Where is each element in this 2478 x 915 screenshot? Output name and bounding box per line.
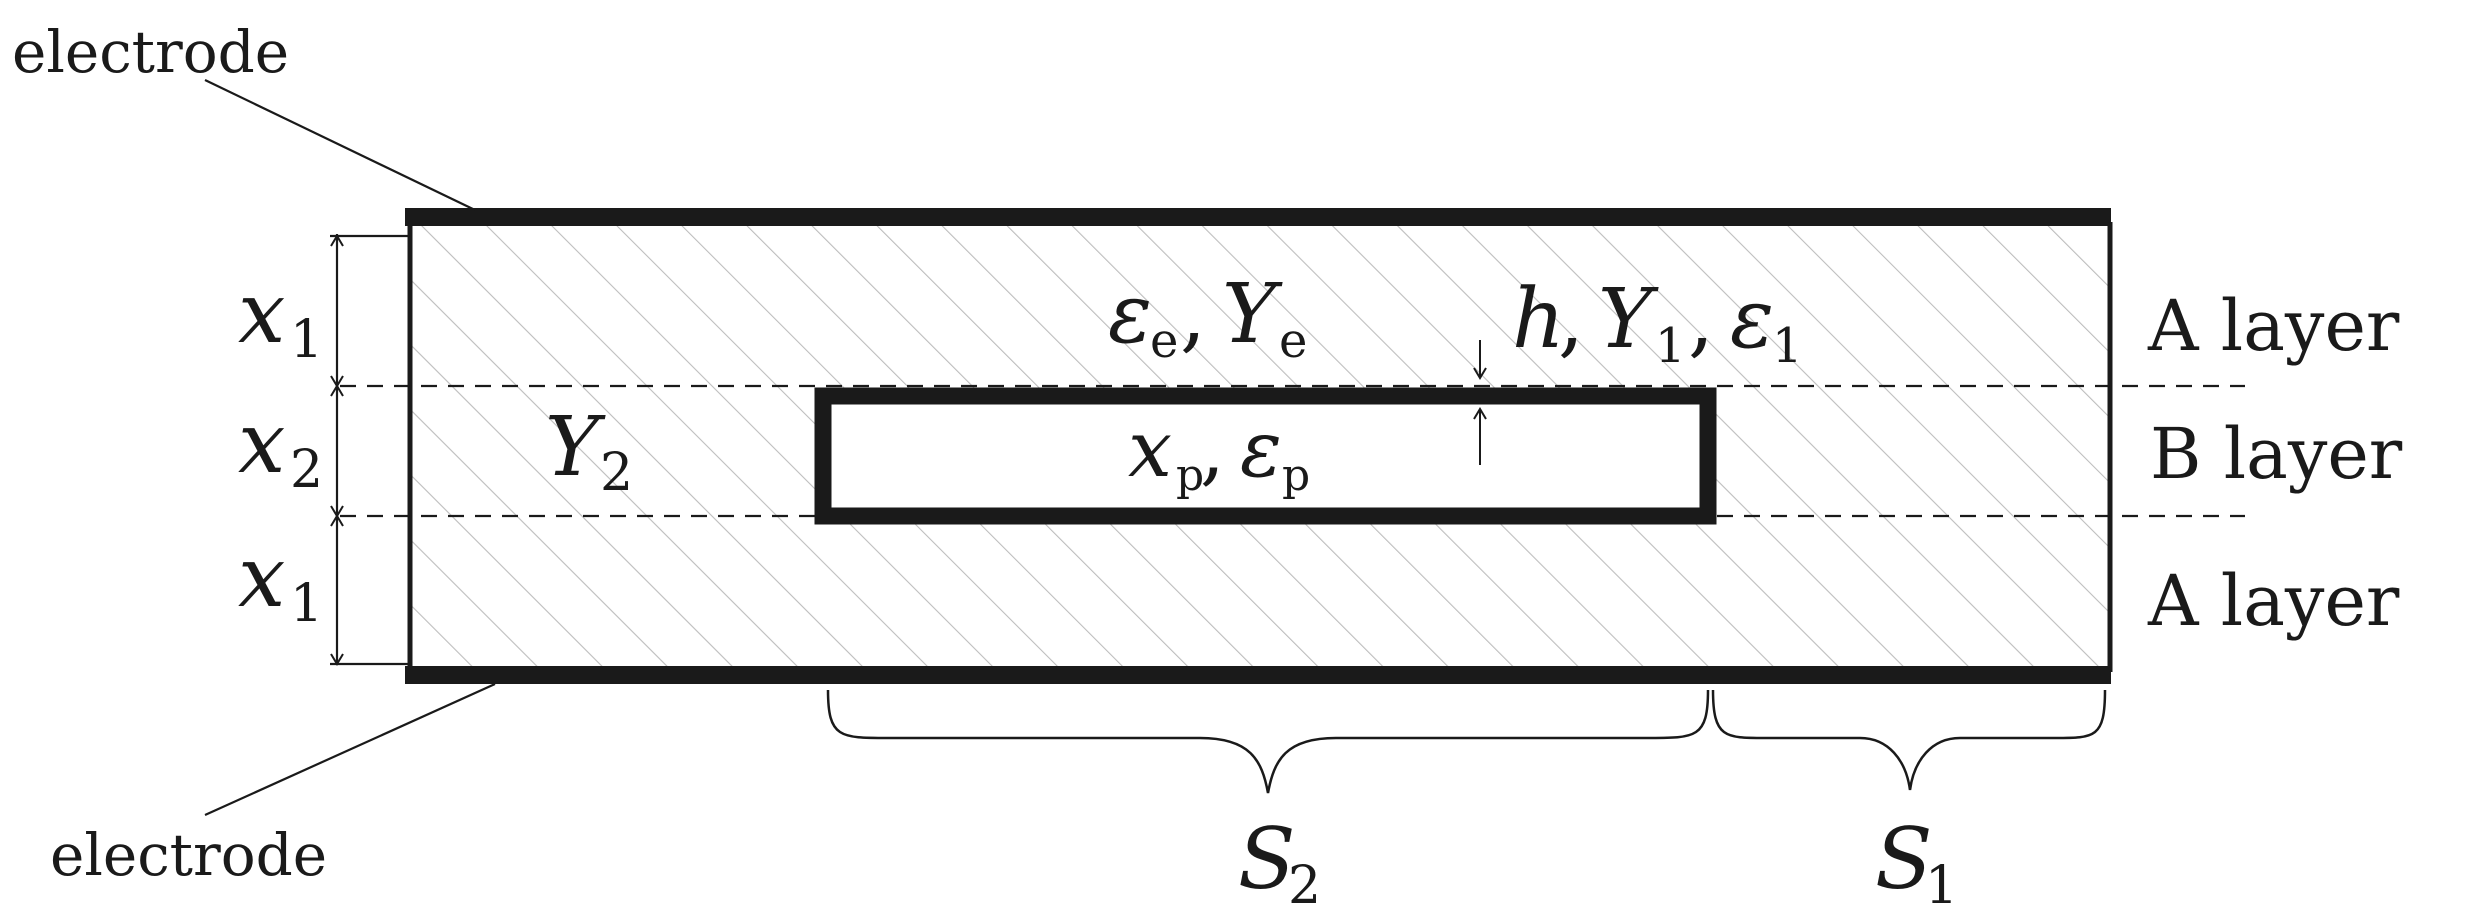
comma-1: , xyxy=(1180,267,1206,362)
y-e-symbol: Y xyxy=(1222,267,1283,362)
s2-subscript: 2 xyxy=(1288,856,1321,915)
x1-bottom-symbol: x xyxy=(238,528,285,626)
y-e-subscript: e xyxy=(1279,313,1307,369)
bottom-electrode-label: electrode xyxy=(50,821,327,889)
x-p-subscript: p xyxy=(1176,450,1204,501)
x2-subscript: 2 xyxy=(290,440,323,500)
x-p-symbol: x xyxy=(1128,405,1172,495)
eps-e-symbol: ε xyxy=(1108,267,1152,362)
dim-arrow-up-1 xyxy=(330,384,344,397)
y-1-symbol: Y xyxy=(1598,272,1659,367)
h-arrow-top-head xyxy=(1473,367,1487,380)
comma-2: , xyxy=(1558,272,1584,367)
s1-subscript: 1 xyxy=(1925,856,1958,915)
inner-cavity-outline xyxy=(814,387,1717,525)
dim-arrow-up-2 xyxy=(330,514,344,527)
comma-4: , xyxy=(1200,405,1225,495)
eps-p-subscript: p xyxy=(1282,450,1310,501)
eps-1-subscript: 1 xyxy=(1772,318,1803,374)
x1-bottom-subscript: 1 xyxy=(290,574,323,634)
x1-top-subscript: 1 xyxy=(290,310,323,370)
y2-subscript: 2 xyxy=(600,443,633,503)
s1-brace xyxy=(1711,689,2107,791)
bottom-electrode xyxy=(405,666,2111,684)
s2-symbol: S xyxy=(1238,810,1296,908)
y-1-subscript: 1 xyxy=(1655,318,1686,374)
x2-symbol: x xyxy=(238,394,285,492)
h-symbol: h xyxy=(1512,272,1565,367)
dim-arrow-up-top xyxy=(330,234,344,247)
bottom-electrode-leader xyxy=(204,682,496,817)
dim-arrow-down-bottom xyxy=(330,653,344,666)
top-electrode-leader xyxy=(204,79,476,211)
eps-p-symbol: ε xyxy=(1240,405,1282,495)
eps-1-symbol: ε xyxy=(1730,272,1774,367)
inner-cavity-fill xyxy=(815,388,1713,516)
comma-3: , xyxy=(1688,272,1714,367)
h-arrow-bottom-head xyxy=(1473,407,1487,420)
a-layer-bottom-label: A layer xyxy=(2147,560,2400,642)
top-electrode-label: electrode xyxy=(12,18,289,86)
top-electrode xyxy=(405,208,2111,226)
y2-symbol: Y xyxy=(545,400,606,495)
x1-top-symbol: x xyxy=(238,264,285,362)
s2-brace xyxy=(826,689,1710,794)
eps-e-subscript: e xyxy=(1150,313,1178,369)
b-layer-label: B layer xyxy=(2150,413,2403,495)
s1-symbol: S xyxy=(1875,810,1933,908)
a-layer-top-label: A layer xyxy=(2147,285,2400,367)
